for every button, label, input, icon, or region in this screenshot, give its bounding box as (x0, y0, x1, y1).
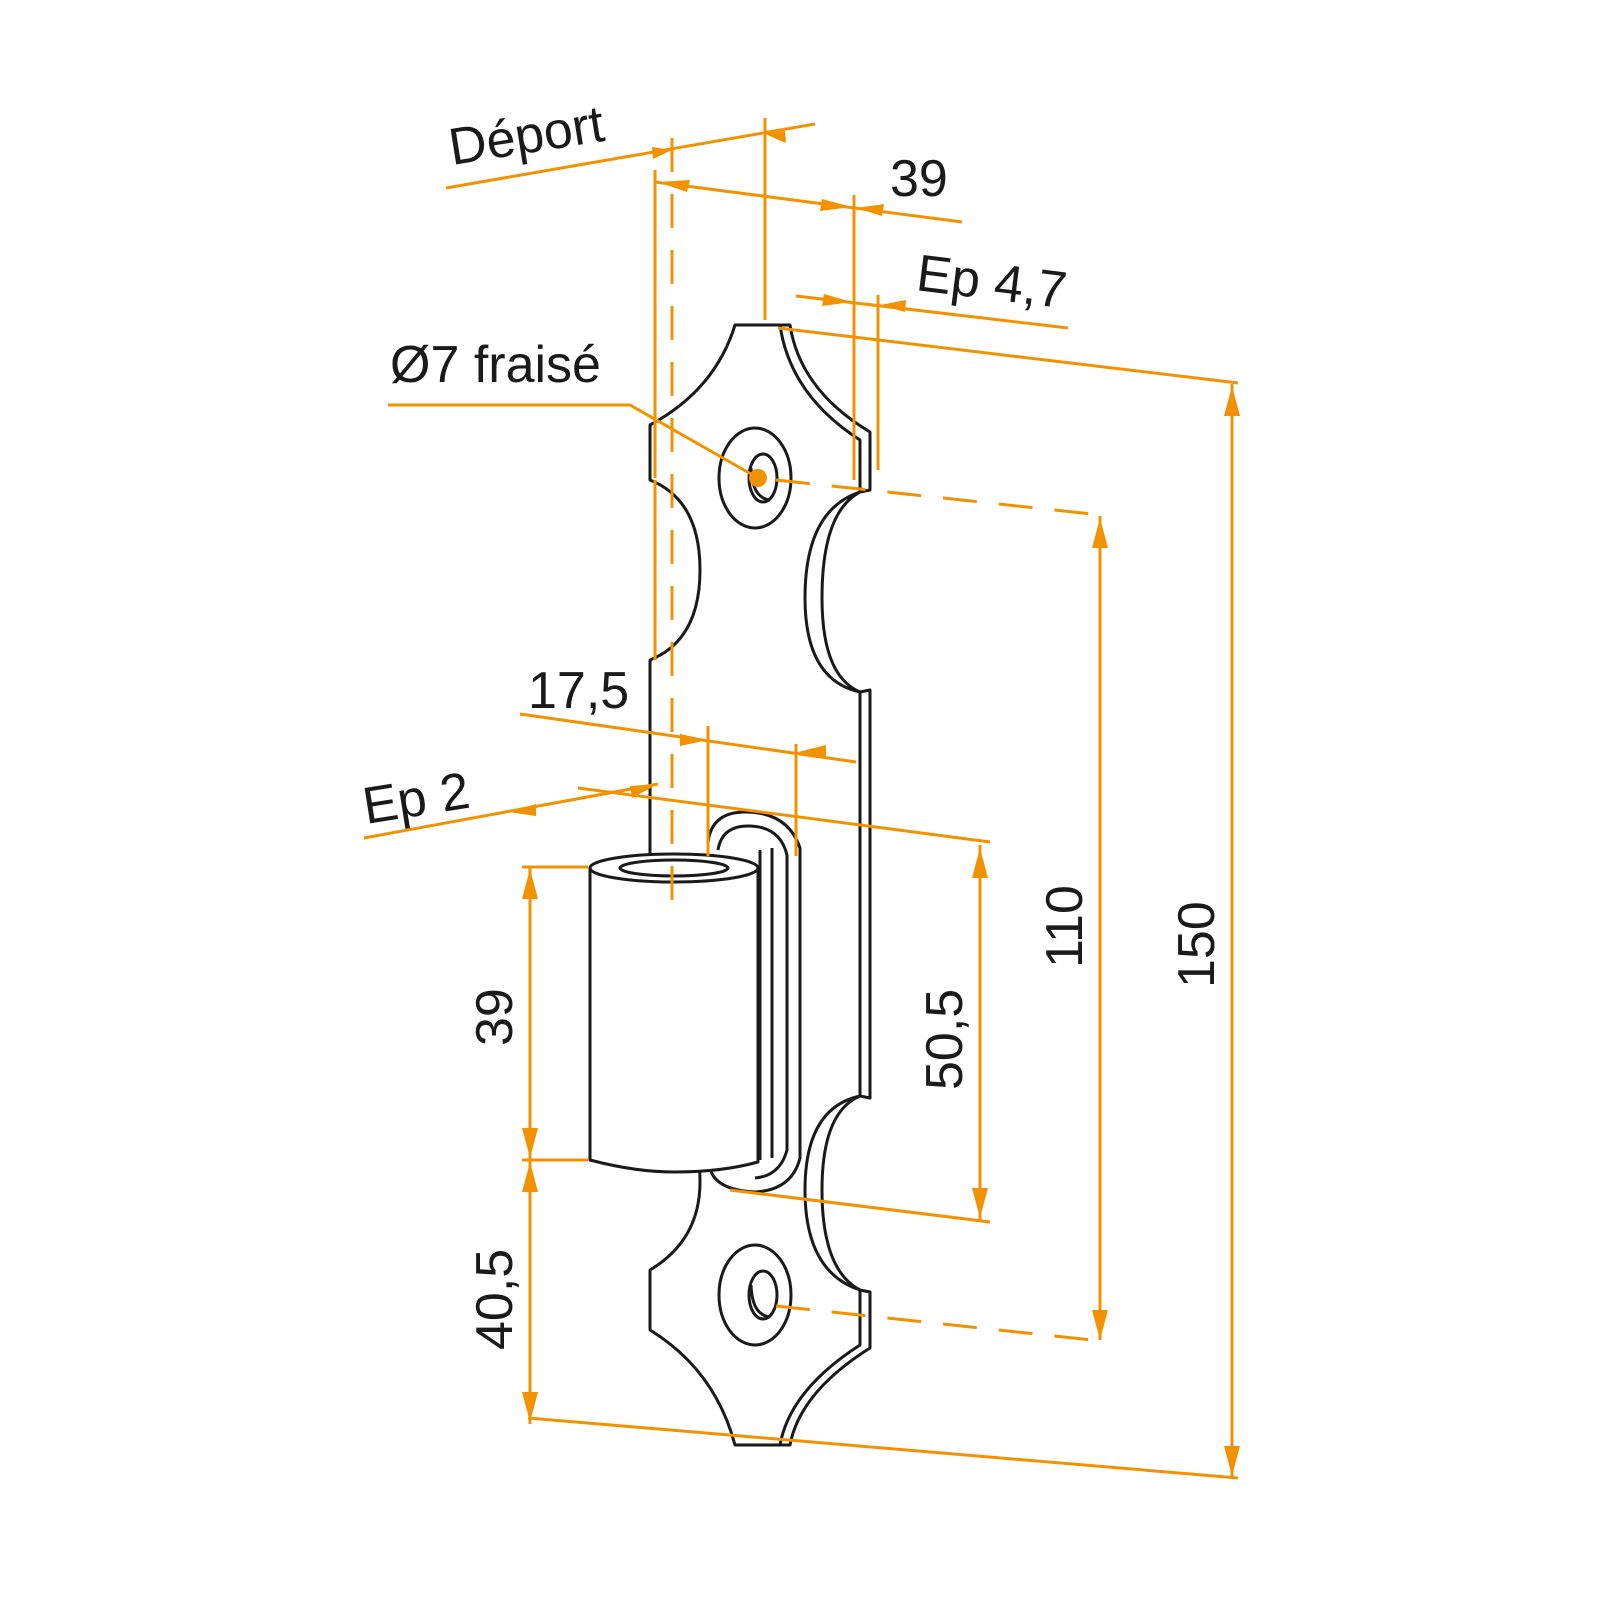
hinge-plate (588, 323, 872, 1447)
deport-dimension-line (445, 122, 816, 190)
label-17-5: 17,5 (528, 662, 629, 720)
knuckle (588, 852, 760, 1174)
hole-leader-dot (749, 469, 767, 487)
label-hole: Ø7 fraisé (390, 336, 601, 394)
label-150: 150 (1168, 901, 1226, 988)
label-width-39: 39 (890, 150, 948, 208)
label-ep-4-7: Ep 4,7 (914, 244, 1070, 320)
hole-leader (388, 403, 759, 480)
label-50-5: 50,5 (916, 989, 974, 1090)
lower-hole (717, 1243, 793, 1347)
dimension-lines (363, 118, 1240, 1480)
label-ep-2: Ep 2 (359, 762, 474, 836)
label-110: 110 (1036, 885, 1094, 968)
top-edge-extension (777, 326, 1239, 385)
bottom-edge-extension (527, 1416, 1239, 1480)
width-39-dimension-line (654, 180, 963, 224)
label-knuckle-39: 39 (466, 988, 524, 1046)
dim-50-5-bottom-extension (729, 1188, 991, 1224)
label-40-5: 40,5 (466, 1249, 524, 1350)
